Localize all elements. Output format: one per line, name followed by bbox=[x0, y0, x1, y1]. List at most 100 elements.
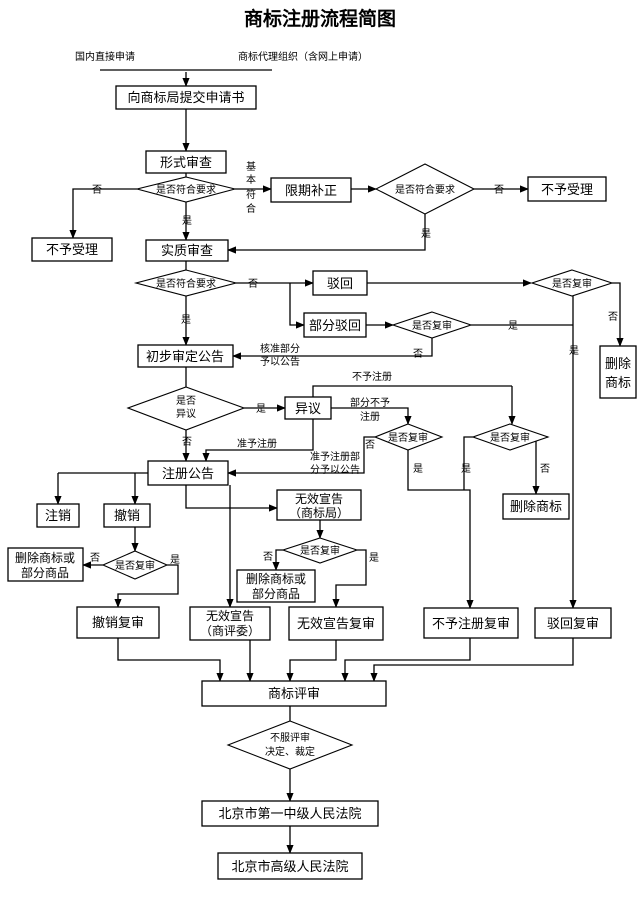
label-yes-review-rejection: 是 bbox=[569, 345, 579, 357]
label-approve-register: 准予注册 bbox=[237, 437, 277, 450]
box-court-2-label: 北京市高级人民法院 bbox=[231, 859, 348, 875]
decision-disagree-review-line2: 决定、裁定 bbox=[265, 745, 315, 758]
decision-review-partial: 是否复审 bbox=[391, 311, 473, 339]
decision-review-rejection: 是否复审 bbox=[530, 269, 614, 297]
label-yes-rectify: 是 bbox=[421, 228, 431, 240]
box-invalid-tmo-line1: 无效宣告 bbox=[295, 491, 343, 506]
label-no-formal: 否 bbox=[92, 184, 102, 196]
decision-review-opposition-2: 是否复审 bbox=[471, 423, 550, 451]
label-no-review-rejection: 否 bbox=[608, 311, 618, 323]
decision-review-partial-label: 是否复审 bbox=[412, 319, 452, 332]
decision-review-invalid: 是否复审 bbox=[281, 537, 359, 564]
box-formal-exam-label: 形式审查 bbox=[160, 156, 212, 171]
label-basic-3: 符 bbox=[246, 188, 256, 201]
label-approve-partial-register-1: 准予注册部 bbox=[310, 450, 360, 463]
box-partial-rejection: 部分驳回 bbox=[303, 312, 367, 338]
label-approve-partial-2: 予以公告 bbox=[260, 355, 300, 368]
label-yes-substantive: 是 bbox=[181, 314, 191, 326]
box-reject-accept-left-label: 不予受理 bbox=[46, 243, 98, 258]
box-invalid-review-label: 无效宣告复审 bbox=[297, 616, 375, 632]
box-delete-goods-left: 删除商标或 部分商品 bbox=[7, 547, 84, 582]
label-basic-2: 本 bbox=[246, 173, 256, 186]
source-domestic: 国内直接申请 bbox=[75, 50, 135, 63]
box-registration-publication: 注册公告 bbox=[147, 460, 229, 486]
box-tm-review-label: 商标评审 bbox=[268, 687, 320, 702]
decision-disagree-review: 不服评审 决定、裁定 bbox=[226, 720, 354, 770]
label-approve-partial-register-2: 分予以公告 bbox=[310, 463, 360, 476]
box-invalid-review: 无效宣告复审 bbox=[288, 606, 384, 641]
source-agency: 商标代理组织（含网上申请） bbox=[238, 50, 368, 63]
box-no-registration-review-label: 不予注册复审 bbox=[432, 617, 510, 632]
decision-has-opposition-line2: 异议 bbox=[176, 408, 196, 420]
label-yes-review-opp-2: 是 bbox=[461, 463, 471, 475]
label-no-review-opp-2: 否 bbox=[540, 463, 550, 475]
box-invalid-trab-line1: 无效宣告 bbox=[206, 608, 254, 623]
box-court-2: 北京市高级人民法院 bbox=[217, 852, 363, 880]
box-invalid-trab-line2: （商评委） bbox=[200, 623, 260, 638]
box-delete-trademark-mid: 删除商标 bbox=[502, 493, 570, 520]
label-yes-review-revocation: 是 bbox=[170, 554, 180, 566]
box-preliminary-publication-label: 初步审定公告 bbox=[146, 350, 224, 365]
box-cancellation-label: 注销 bbox=[45, 509, 71, 524]
decision-rectify-meets: 是否符合要求 bbox=[374, 163, 476, 215]
box-submit-label: 向商标局提交申请书 bbox=[127, 90, 244, 106]
decision-formal-meets: 是否符合要求 bbox=[136, 176, 236, 203]
box-reject-accept-left: 不予受理 bbox=[31, 237, 113, 262]
box-registration-publication-label: 注册公告 bbox=[162, 467, 214, 482]
decision-rectify-meets-label: 是否符合要求 bbox=[395, 183, 455, 196]
box-revocation-review: 撤销复审 bbox=[76, 606, 160, 639]
box-no-registration-review: 不予注册复审 bbox=[423, 607, 519, 639]
box-rectify-label: 限期补正 bbox=[285, 184, 337, 199]
box-cancellation: 注销 bbox=[36, 503, 80, 528]
decision-has-opposition-line1: 是否 bbox=[176, 395, 196, 407]
label-yes-opposition: 是 bbox=[256, 403, 266, 415]
decision-review-revocation-label: 是否复审 bbox=[115, 559, 155, 572]
decision-review-opposition-2-label: 是否复审 bbox=[490, 431, 530, 444]
box-formal-exam: 形式审查 bbox=[145, 150, 227, 174]
box-delete-goods-left-line1: 删除商标或 bbox=[15, 550, 75, 565]
label-no-substantive: 否 bbox=[248, 278, 258, 290]
connectors bbox=[54, 69, 624, 854]
label-yes-review-invalid: 是 bbox=[369, 552, 379, 564]
label-basic-1: 基 bbox=[246, 160, 256, 173]
box-reject-accept-right-label: 不予受理 bbox=[541, 183, 593, 198]
label-yes-review-opp-1: 是 bbox=[413, 463, 423, 475]
box-delete-goods-mid-line2: 部分商品 bbox=[252, 586, 300, 601]
box-delete-goods-left-line2: 部分商品 bbox=[21, 565, 69, 580]
edge-labels: 否 是 基 本 符 合 否 是 否 是 否 是 是 否 核准部分 予以公告 是 … bbox=[90, 160, 618, 566]
box-preliminary-publication: 初步审定公告 bbox=[137, 344, 234, 368]
label-no-review-invalid: 否 bbox=[263, 551, 273, 563]
label-partially-not-2: 注册 bbox=[360, 410, 380, 423]
box-invalid-tmo: 无效宣告 （商标局） bbox=[276, 489, 362, 521]
box-revocation: 撤销 bbox=[103, 503, 151, 528]
label-not-registered: 不予注册 bbox=[352, 370, 392, 383]
box-delete-goods-mid: 删除商标或 部分商品 bbox=[236, 569, 316, 603]
box-tm-review: 商标评审 bbox=[201, 680, 387, 707]
label-no-review-partial: 否 bbox=[413, 348, 423, 360]
decision-has-opposition: 是否 异议 bbox=[126, 386, 246, 431]
box-invalid-trab: 无效宣告 （商评委） bbox=[189, 606, 271, 641]
page-title: 商标注册流程简图 bbox=[243, 8, 396, 30]
decision-review-revocation: 是否复审 bbox=[101, 550, 169, 580]
label-no-rectify: 否 bbox=[494, 184, 504, 196]
decision-substantive-meets: 是否符合要求 bbox=[133, 269, 239, 297]
box-revocation-review-label: 撤销复审 bbox=[92, 615, 144, 631]
box-court-1: 北京市第一中级人民法院 bbox=[201, 800, 379, 827]
box-rejection-label: 驳回 bbox=[327, 277, 353, 292]
box-rectify: 限期补正 bbox=[270, 177, 352, 203]
label-approve-partial-1: 核准部分 bbox=[260, 342, 300, 355]
decision-formal-meets-label: 是否符合要求 bbox=[156, 183, 216, 196]
box-submit: 向商标局提交申请书 bbox=[115, 85, 257, 110]
box-partial-rejection-label: 部分驳回 bbox=[309, 319, 361, 334]
decision-disagree-review-line1: 不服评审 bbox=[270, 731, 310, 744]
label-no-review-revocation: 否 bbox=[90, 552, 100, 564]
box-invalid-tmo-line2: （商标局） bbox=[289, 505, 349, 520]
decision-review-opposition-1-label: 是否复审 bbox=[388, 431, 428, 444]
decision-review-invalid-label: 是否复审 bbox=[300, 544, 340, 557]
box-substantive-exam: 实质审查 bbox=[145, 239, 229, 262]
label-yes-review-partial: 是 bbox=[508, 320, 518, 332]
box-delete-trademark-right-line1: 删除 bbox=[605, 357, 631, 372]
box-revocation-label: 撤销 bbox=[114, 508, 140, 524]
label-no-review-opp-1: 否 bbox=[365, 439, 375, 451]
